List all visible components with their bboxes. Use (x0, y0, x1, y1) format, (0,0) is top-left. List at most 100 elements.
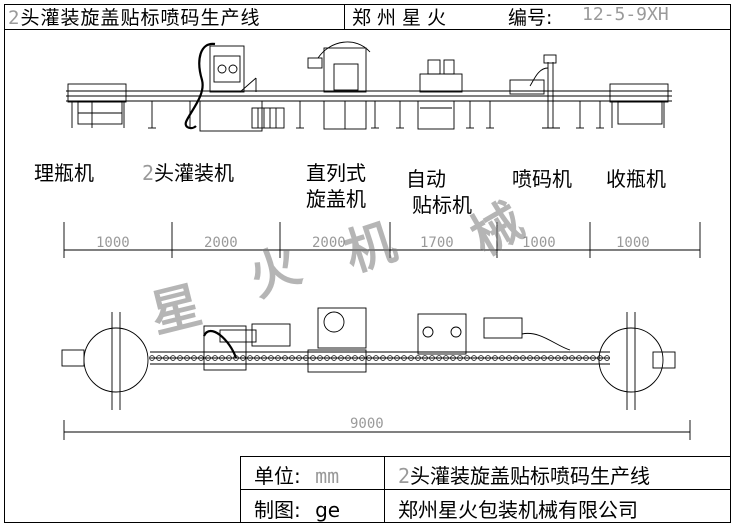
dimension-lines (63, 222, 701, 440)
bottle-dot (562, 355, 568, 361)
title-code-label: 编号: (508, 7, 553, 29)
machine-label-receiver: 收瓶机 (606, 167, 666, 191)
dimension-segment-6: 1000 (616, 235, 650, 251)
bottle-dot (583, 355, 589, 361)
bottle-dot (415, 355, 421, 361)
bottle-dot (198, 355, 204, 361)
machine-label-coder: 喷码机 (512, 167, 572, 191)
bottle-dot (303, 355, 309, 361)
bottle-dot (177, 355, 183, 361)
bottle-dot (492, 355, 498, 361)
bottle-dot (541, 355, 547, 361)
unit-value: mm (315, 464, 340, 488)
bottle-dot (317, 355, 323, 361)
bottle-dot (296, 355, 302, 361)
info-table-row-divider (240, 489, 731, 490)
line-name-text: 头灌装旋盖贴标喷码生产线 (410, 464, 651, 488)
plan-filler-hose (202, 329, 238, 359)
bottle-dot (191, 355, 197, 361)
drawing-title: 2头灌装旋盖贴标喷码生产线 (8, 3, 260, 30)
unit-cell: 单位: mm (254, 460, 339, 489)
bottle-dot (345, 355, 351, 361)
bottle-dot (352, 355, 358, 361)
machine-label-filler: 2头灌装机 (142, 160, 234, 186)
bottle-dot (324, 355, 330, 361)
drawer-label: 制图: (254, 498, 301, 522)
plan-labeler (417, 313, 467, 355)
unit-label: 单位: (254, 464, 301, 488)
bottle-dot (338, 355, 344, 361)
dimension-segment-4: 1700 (420, 235, 454, 251)
bottle-dot (219, 355, 225, 361)
machine-label-unscrambler: 理瓶机 (34, 161, 94, 185)
bottle-dot (478, 355, 484, 361)
drawer-cell: 制图: ge (254, 494, 340, 523)
bottle-dot (184, 355, 190, 361)
capper-elevation (307, 41, 371, 130)
labeler-label-line2: 贴标机 (412, 193, 472, 217)
capper-label-line1: 直列式 (306, 161, 366, 185)
filler-elevation (199, 45, 285, 132)
line-name-cell: 2头灌装旋盖贴标喷码生产线 (398, 460, 650, 489)
bottle-dot (569, 355, 575, 361)
receiver-elevation (609, 83, 669, 128)
machine-label-capper: 直列式 旋盖机 (306, 160, 366, 212)
bottle-dot (163, 355, 169, 361)
plan-bottles (149, 355, 610, 361)
bottle-dot (604, 355, 610, 361)
filler-hose (184, 42, 216, 130)
dimension-segment-5: 1000 (522, 235, 556, 251)
bottle-dot (268, 355, 274, 361)
bottle-dot (506, 355, 512, 361)
drawing-frame (4, 4, 731, 523)
bottle-dot (261, 355, 267, 361)
bottle-dot (597, 355, 603, 361)
bottle-dot (247, 355, 253, 361)
title-line-name: 头灌装旋盖贴标喷码生产线 (20, 7, 261, 29)
dimension-segment-3: 2000 (312, 235, 346, 251)
info-table-col-divider (384, 456, 385, 523)
bottle-dot (289, 355, 295, 361)
drawer-value: ge (315, 498, 341, 522)
machine-label-labeler: 自动 贴标机 (406, 166, 472, 218)
capper-label-line2: 旋盖机 (306, 187, 366, 211)
title-prefix: 2 (8, 7, 21, 29)
bottle-dot (548, 355, 554, 361)
bottle-dot (240, 355, 246, 361)
bottle-dot (464, 355, 470, 361)
bottle-dot (233, 355, 239, 361)
bottle-dot (436, 355, 442, 361)
filler-label-prefix: 2 (142, 161, 155, 185)
title-separator (344, 4, 345, 30)
bottle-dot (156, 355, 162, 361)
bottle-dot (380, 355, 386, 361)
bottle-dot (226, 355, 232, 361)
dimension-segment-2: 2000 (204, 235, 238, 251)
bottle-dot (282, 355, 288, 361)
bottle-dot (359, 355, 365, 361)
bottle-dot (394, 355, 400, 361)
unscrambler-elevation (67, 83, 127, 128)
title-code-value: 12-5-9XH (582, 4, 669, 25)
bottle-dot (310, 355, 316, 361)
bottle-dot (366, 355, 372, 361)
plan-capper (307, 307, 367, 373)
bottle-dot (499, 355, 505, 361)
bottle-dot (450, 355, 456, 361)
title-bar (4, 4, 731, 30)
plan-unscrambler (83, 312, 149, 410)
bottle-dot (457, 355, 463, 361)
bottle-dot (401, 355, 407, 361)
bottle-dot (590, 355, 596, 361)
dimension-total: 9000 (350, 416, 384, 432)
title-company: 郑州星火 (352, 7, 453, 29)
bottle-dot (513, 355, 519, 361)
bottle-dot (527, 355, 533, 361)
bottle-dot (422, 355, 428, 361)
bottle-dot (408, 355, 414, 361)
bottle-dot (149, 355, 155, 361)
bottle-dot (254, 355, 260, 361)
bottle-dot (443, 355, 449, 361)
bottle-dot (471, 355, 477, 361)
